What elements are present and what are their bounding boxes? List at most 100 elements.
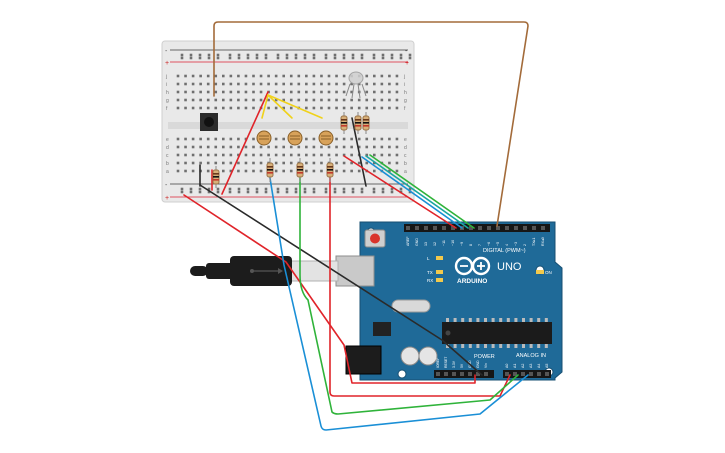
- breadboard-hole[interactable]: [229, 161, 233, 165]
- breadboard-hole[interactable]: [282, 145, 285, 149]
- rail-hole[interactable]: [390, 190, 394, 194]
- rail-hole[interactable]: [324, 53, 328, 57]
- breadboard-hole[interactable]: [335, 98, 338, 102]
- wire-brown[interactable]: [213, 21, 529, 227]
- rail-hole[interactable]: [228, 187, 232, 191]
- breadboard-hole[interactable]: [191, 74, 195, 78]
- breadboard-hole[interactable]: [176, 153, 180, 157]
- breadboard-hole[interactable]: [395, 145, 399, 149]
- breadboard-hole[interactable]: [312, 90, 316, 94]
- rail-hole[interactable]: [228, 190, 232, 194]
- breadboard-hole[interactable]: [289, 153, 293, 157]
- header-pin[interactable]: [545, 372, 549, 376]
- rail-hole[interactable]: [264, 190, 268, 194]
- breadboard-hole[interactable]: [267, 153, 270, 157]
- breadboard-hole[interactable]: [237, 145, 240, 149]
- breadboard-hole[interactable]: [259, 153, 263, 157]
- breadboard-hole[interactable]: [206, 106, 210, 110]
- header-pin[interactable]: [469, 226, 473, 230]
- rail-hole[interactable]: [399, 56, 403, 60]
- breadboard-hole[interactable]: [373, 169, 376, 173]
- rail-hole[interactable]: [399, 187, 403, 191]
- breadboard-hole[interactable]: [184, 161, 187, 165]
- breadboard-hole[interactable]: [297, 82, 301, 86]
- wire-black-gnd[interactable]: [199, 184, 483, 376]
- breadboard-hole[interactable]: [267, 98, 270, 102]
- header-pin[interactable]: [442, 226, 446, 230]
- rail-hole[interactable]: [390, 187, 394, 191]
- header-pin[interactable]: [529, 372, 533, 376]
- breadboard-hole[interactable]: [267, 106, 270, 110]
- rail-hole[interactable]: [255, 53, 259, 57]
- breadboard-hole[interactable]: [222, 74, 225, 78]
- breadboard-hole[interactable]: [184, 169, 187, 173]
- rail-hole[interactable]: [333, 53, 337, 57]
- breadboard-hole[interactable]: [365, 153, 369, 157]
- breadboard-hole[interactable]: [395, 82, 399, 86]
- photoresistor[interactable]: [318, 130, 334, 146]
- rail-hole[interactable]: [360, 53, 364, 57]
- breadboard-hole[interactable]: [395, 137, 399, 141]
- breadboard-hole[interactable]: [222, 145, 225, 149]
- rail-hole[interactable]: [324, 190, 328, 194]
- breadboard-hole[interactable]: [297, 74, 301, 78]
- rail-hole[interactable]: [324, 187, 328, 191]
- breadboard-hole[interactable]: [237, 90, 240, 94]
- header-pin[interactable]: [444, 372, 448, 376]
- breadboard-hole[interactable]: [373, 74, 376, 78]
- breadboard-hole[interactable]: [388, 90, 391, 94]
- breadboard-hole[interactable]: [176, 106, 180, 110]
- rail-hole[interactable]: [216, 190, 220, 194]
- resistor[interactable]: [340, 112, 348, 134]
- breadboard-hole[interactable]: [380, 145, 384, 149]
- wire-teal-d9[interactable]: [365, 155, 469, 229]
- pushbutton[interactable]: [200, 113, 218, 131]
- breadboard-hole[interactable]: [199, 98, 202, 102]
- rail-hole[interactable]: [198, 190, 202, 194]
- breadboard-hole[interactable]: [214, 161, 218, 165]
- breadboard-hole[interactable]: [320, 106, 323, 110]
- breadboard-hole[interactable]: [274, 161, 278, 165]
- breadboard-hole[interactable]: [222, 169, 225, 173]
- breadboard-hole[interactable]: [380, 137, 384, 141]
- breadboard-hole[interactable]: [282, 82, 285, 86]
- rail-hole[interactable]: [390, 56, 394, 60]
- breadboard-hole[interactable]: [184, 82, 187, 86]
- breadboard-hole[interactable]: [350, 137, 353, 141]
- breadboard-hole[interactable]: [365, 82, 369, 86]
- breadboard-hole[interactable]: [289, 161, 293, 165]
- rail-hole[interactable]: [228, 56, 232, 60]
- header-pin[interactable]: [476, 372, 480, 376]
- rail-hole[interactable]: [216, 56, 220, 60]
- breadboard-hole[interactable]: [229, 137, 233, 141]
- breadboard-hole[interactable]: [342, 106, 346, 110]
- rail-hole[interactable]: [333, 187, 337, 191]
- breadboard-hole[interactable]: [380, 106, 384, 110]
- header-pin[interactable]: [451, 226, 455, 230]
- breadboard-hole[interactable]: [327, 82, 331, 86]
- wire-red-5v[interactable]: [183, 194, 476, 384]
- rail-hole[interactable]: [285, 187, 289, 191]
- breadboard-hole[interactable]: [380, 82, 384, 86]
- rail-hole[interactable]: [342, 56, 346, 60]
- breadboard-hole[interactable]: [267, 82, 270, 86]
- breadboard-hole[interactable]: [184, 98, 187, 102]
- breadboard-hole[interactable]: [388, 98, 391, 102]
- breadboard-hole[interactable]: [176, 74, 180, 78]
- breadboard-hole[interactable]: [274, 106, 278, 110]
- rail-hole[interactable]: [276, 53, 280, 57]
- breadboard-hole[interactable]: [357, 82, 361, 86]
- breadboard-hole[interactable]: [395, 153, 399, 157]
- breadboard-hole[interactable]: [222, 161, 225, 165]
- rail-hole[interactable]: [264, 187, 268, 191]
- breadboard-hole[interactable]: [388, 74, 391, 78]
- rgb-led[interactable]: [345, 71, 367, 99]
- breadboard-hole[interactable]: [176, 169, 180, 173]
- rail-hole[interactable]: [228, 53, 232, 57]
- breadboard-hole[interactable]: [222, 137, 225, 141]
- breadboard-hole[interactable]: [335, 74, 338, 78]
- breadboard-hole[interactable]: [357, 169, 361, 173]
- breadboard-hole[interactable]: [305, 145, 308, 149]
- breadboard-hole[interactable]: [289, 90, 293, 94]
- breadboard-hole[interactable]: [259, 145, 263, 149]
